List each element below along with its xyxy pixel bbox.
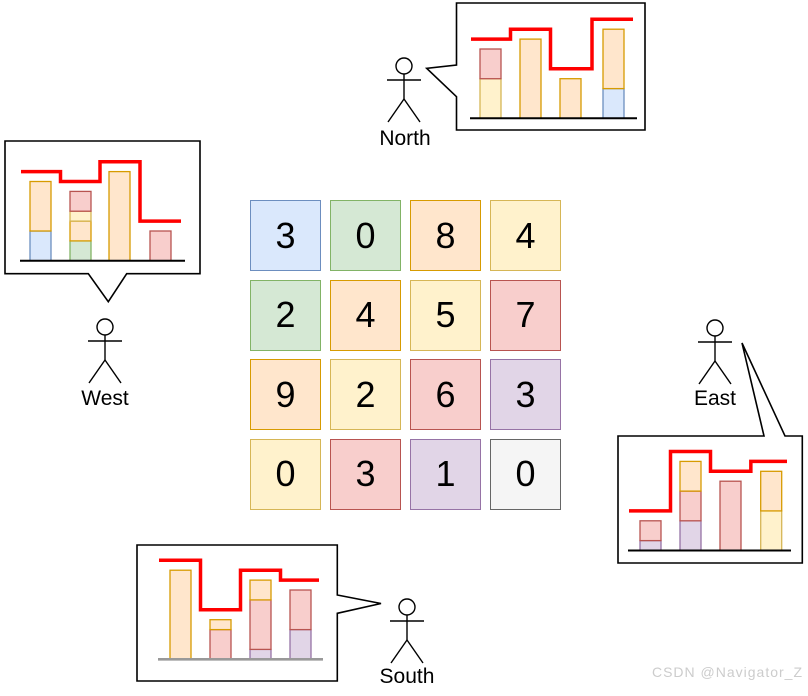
grid-cell: 6 bbox=[410, 359, 481, 430]
actor-head bbox=[96, 318, 114, 336]
grid-cell: 1 bbox=[410, 438, 481, 510]
bar-segment bbox=[679, 460, 702, 492]
bar-segment bbox=[249, 579, 272, 601]
grid-cell: 4 bbox=[330, 279, 401, 351]
bar-segment bbox=[479, 78, 502, 119]
bar-segment bbox=[760, 470, 783, 512]
viewer-label-east: East bbox=[693, 387, 737, 410]
bar-segment bbox=[69, 210, 92, 222]
bar-segment bbox=[760, 510, 783, 552]
actor-leg-left bbox=[387, 98, 405, 123]
actor-leg-left bbox=[88, 359, 106, 384]
chart-south bbox=[158, 558, 323, 661]
actor-leg-right bbox=[406, 639, 424, 664]
grid-cell: 2 bbox=[250, 279, 321, 351]
stick-figure-north bbox=[387, 57, 421, 123]
bar-segment bbox=[602, 28, 625, 90]
actor-leg-left bbox=[390, 639, 408, 664]
grid-cell: 4 bbox=[490, 200, 561, 271]
viewer-label-west: West bbox=[81, 387, 129, 410]
grid-cell: 3 bbox=[490, 359, 561, 430]
actor-leg-right bbox=[714, 360, 732, 385]
speech-bubble-east bbox=[617, 342, 804, 564]
actor-leg-left bbox=[698, 360, 716, 385]
grid-cell: 3 bbox=[330, 438, 401, 510]
bar-segment bbox=[69, 240, 92, 262]
bar-segment bbox=[69, 190, 92, 212]
bar-segment bbox=[249, 599, 272, 651]
speech-bubble-north bbox=[424, 2, 646, 131]
actor-head bbox=[398, 598, 416, 616]
grid-cell: 0 bbox=[330, 200, 401, 271]
stick-figure-east bbox=[698, 319, 732, 385]
actor-leg-right bbox=[403, 98, 421, 123]
speech-bubble-west bbox=[4, 140, 201, 304]
bar-segment bbox=[108, 170, 131, 262]
bar-segment bbox=[519, 38, 542, 119]
bar-segment bbox=[29, 180, 52, 232]
grid-cell: 5 bbox=[410, 279, 481, 351]
bar-segment bbox=[479, 48, 502, 80]
chart-west bbox=[20, 159, 185, 262]
bar-segment bbox=[719, 480, 742, 552]
chart-east bbox=[628, 449, 791, 552]
skyline-line bbox=[159, 558, 319, 612]
watermark: CSDN @Navigator_Z bbox=[651, 664, 803, 680]
bar-segment bbox=[149, 230, 172, 262]
actor-head bbox=[395, 57, 413, 75]
skyline-line bbox=[21, 159, 181, 223]
grid-cell: 0 bbox=[490, 438, 561, 510]
grid-cell: 3 bbox=[250, 200, 321, 271]
bar-segment bbox=[69, 220, 92, 242]
grid-cell: 7 bbox=[490, 279, 561, 351]
bar-segment bbox=[559, 78, 582, 119]
grid-cell: 9 bbox=[250, 359, 321, 430]
bar-segment bbox=[249, 648, 272, 660]
bar-segment bbox=[209, 628, 232, 660]
speech-bubble-south bbox=[136, 544, 382, 682]
bar-segment bbox=[209, 619, 232, 631]
bar-segment bbox=[639, 539, 662, 552]
bar-segment bbox=[29, 230, 52, 262]
viewer-label-south: South bbox=[379, 665, 435, 688]
bar-segment bbox=[679, 520, 702, 552]
bar-segment bbox=[169, 569, 192, 660]
bar-segment bbox=[639, 520, 662, 542]
bar-segment bbox=[289, 628, 312, 660]
actor-leg-right bbox=[104, 359, 122, 384]
grid-cell: 8 bbox=[410, 200, 481, 271]
grid-cell: 2 bbox=[330, 359, 401, 430]
bar-segment bbox=[679, 490, 702, 522]
bar-segment bbox=[289, 589, 312, 631]
skyline-line bbox=[629, 449, 787, 513]
bar-segment bbox=[602, 87, 625, 119]
actor-head bbox=[706, 319, 724, 337]
stick-figure-west bbox=[88, 318, 122, 384]
grid-cell: 0 bbox=[250, 438, 321, 510]
skyline-line bbox=[471, 17, 633, 71]
viewer-label-north: North bbox=[379, 127, 431, 150]
chart-north bbox=[470, 17, 637, 120]
stick-figure-south bbox=[390, 598, 424, 664]
